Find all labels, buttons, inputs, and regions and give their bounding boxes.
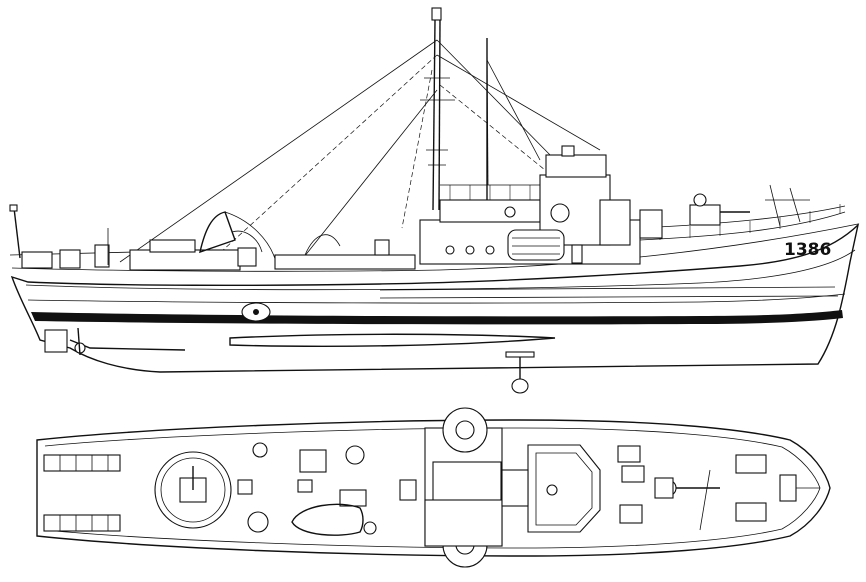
motor-boat: [291, 503, 364, 536]
midships-deckhouse: [129, 211, 416, 271]
plan-bridge-deck: [424, 407, 601, 568]
depth-charge-racks: [43, 454, 121, 532]
hull-number: 1386: [784, 240, 831, 260]
aft-gun-tub: [154, 451, 232, 529]
bridge-superstructure: [419, 145, 663, 265]
stern-equipment: [9, 204, 110, 269]
hull-profile: [10, 222, 860, 373]
profile-view: 1386: [9, 7, 860, 394]
forward-deck-gear: [617, 445, 820, 531]
deck-fittings: [237, 442, 417, 535]
plan-hull-outline: [36, 419, 831, 557]
plan-view: [36, 407, 831, 568]
sonar-dome: [505, 351, 535, 394]
main-mast: [420, 7, 455, 211]
forward-gun: [689, 184, 810, 227]
stern-gear: [44, 327, 186, 356]
rigging-lines: [119, 39, 601, 263]
